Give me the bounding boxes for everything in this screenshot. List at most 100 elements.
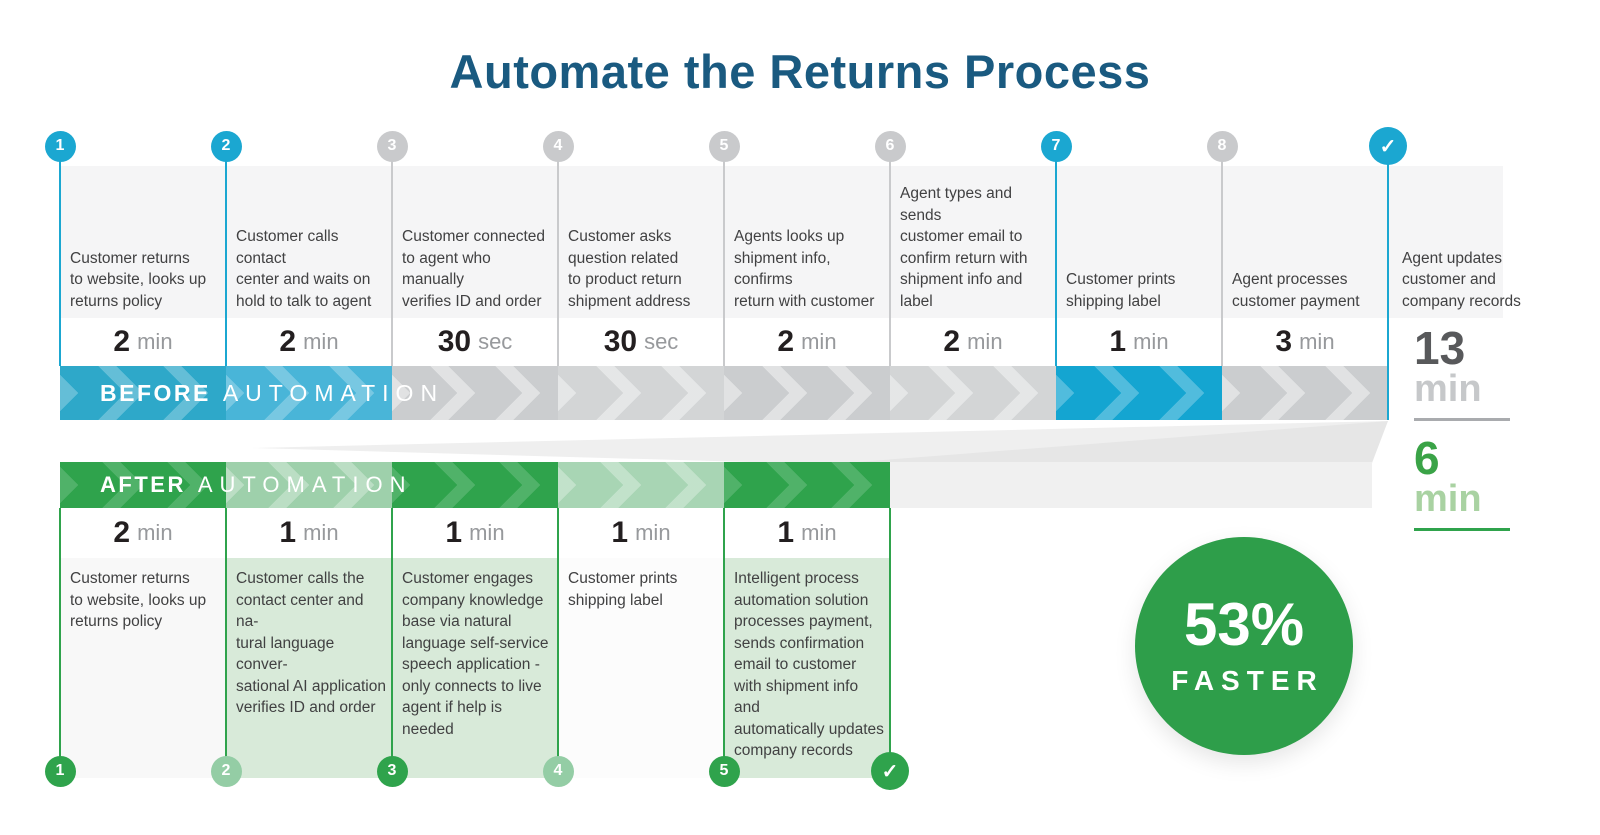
chevron-pattern xyxy=(226,485,392,508)
before-step-desc-1: Customer returns to website, looks up re… xyxy=(70,249,207,310)
time-value: 30 xyxy=(603,325,638,358)
before-total-rule xyxy=(1414,418,1510,421)
faster-badge: 53% FASTER xyxy=(1135,537,1353,755)
chevron-pattern xyxy=(724,462,890,485)
time-value: 1 xyxy=(611,516,629,549)
before-step-marker-5: 5 xyxy=(708,130,740,162)
after-bar-label: AFTER AUTOMATION xyxy=(100,462,412,508)
time-value: 2 xyxy=(113,516,131,549)
before-bar-segment-8 xyxy=(1222,366,1388,420)
after-step-bg-1 xyxy=(60,558,226,778)
time-value: 1 xyxy=(1109,325,1127,358)
time-value: 3 xyxy=(1275,325,1293,358)
before-step-marker-2: 2 xyxy=(210,130,242,162)
chevron-pattern xyxy=(558,485,724,508)
after-step-marker-5: 5 xyxy=(708,755,740,787)
chevron-pattern xyxy=(60,366,226,393)
before-label-bold: BEFORE xyxy=(100,379,211,406)
before-step-line-8 xyxy=(1221,146,1223,366)
before-step-desc-8: Agent processes customer payment xyxy=(1232,271,1360,310)
chevron-pattern xyxy=(724,366,890,393)
time-unit: sec xyxy=(644,329,679,354)
chevron-pattern xyxy=(392,393,558,420)
before-step-desc-2: Customer calls contact center and waits … xyxy=(236,228,372,310)
after-total-time: 6 min xyxy=(1414,435,1524,531)
chevron-pattern xyxy=(392,366,558,393)
chevron-pattern xyxy=(1222,393,1388,420)
after-step-bg-2 xyxy=(226,558,392,778)
after-total-unit: min xyxy=(1414,478,1482,520)
chevron-pattern xyxy=(392,462,558,485)
after-step-marker-1: 1 xyxy=(44,755,76,787)
before-step-desc-5: Agents looks up shipment info, confirms … xyxy=(734,228,875,310)
time-value: 1 xyxy=(445,516,463,549)
time-unit: min xyxy=(801,329,837,354)
before-step-line-5 xyxy=(723,146,725,366)
after-step-line-2 xyxy=(225,508,227,771)
after-step-bg-5 xyxy=(724,558,890,778)
before-step-marker-8: 8 xyxy=(1206,130,1238,162)
before-label-light: AUTOMATION xyxy=(222,379,445,406)
before-step-desc-6: Agent types and sends customer email to … xyxy=(900,185,1028,310)
before-bar-label: BEFORE AUTOMATION xyxy=(100,366,444,420)
chevron-pattern xyxy=(226,366,392,393)
before-step-line-1 xyxy=(59,146,61,366)
before-description-band xyxy=(60,166,1503,318)
before-bar-segment-7 xyxy=(1056,366,1222,420)
time-unit: sec xyxy=(478,329,513,354)
time-value: 2 xyxy=(777,325,795,358)
before-step-desc-3: Customer connected to agent who manually… xyxy=(402,228,546,310)
before-bar-segment-2 xyxy=(226,366,392,420)
faster-badge-label: FASTER xyxy=(1171,665,1324,696)
chevron-pattern xyxy=(558,462,724,485)
time-value: 2 xyxy=(113,325,131,358)
before-step-marker-4: 4 xyxy=(542,130,574,162)
after-bar-segment-4 xyxy=(558,462,724,508)
after-bar-segment-1 xyxy=(60,462,226,508)
time-value: 1 xyxy=(777,516,795,549)
before-end-check-icon: ✓ xyxy=(1369,127,1407,165)
after-step-bg-4 xyxy=(558,558,724,778)
chevron-pattern xyxy=(60,462,226,485)
chevron-pattern xyxy=(226,393,392,420)
before-step-marker-1: 1 xyxy=(44,130,76,162)
chevron-pattern xyxy=(392,485,558,508)
before-step-marker-6: 6 xyxy=(874,130,906,162)
before-bar-segment-5 xyxy=(724,366,890,420)
before-end-desc: Agent updates customer and company recor… xyxy=(1402,249,1521,310)
before-total-unit: min xyxy=(1414,368,1482,410)
after-bar-extension xyxy=(890,462,1372,508)
time-unit: min xyxy=(137,329,173,354)
before-step-line-2 xyxy=(225,146,227,366)
after-step-marker-4: 4 xyxy=(542,755,574,787)
before-step-marker-7: 7 xyxy=(1040,130,1072,162)
time-unit: min xyxy=(967,329,1003,354)
after-step-line-3 xyxy=(391,508,393,771)
before-bar-segment-3 xyxy=(392,366,558,420)
before-bar-segment-1 xyxy=(60,366,226,420)
after-step-bg-3 xyxy=(392,558,558,778)
before-step-line-4 xyxy=(557,146,559,366)
chevron-pattern xyxy=(890,366,1056,393)
before-step-desc-4: Customer asks question related to produc… xyxy=(568,228,691,310)
time-value: 2 xyxy=(279,325,297,358)
after-automation-bar: AFTER AUTOMATION xyxy=(60,462,890,508)
after-step-marker-3: 3 xyxy=(376,755,408,787)
chevron-pattern xyxy=(60,393,226,420)
chevron-pattern xyxy=(558,366,724,393)
after-total-rule xyxy=(1414,528,1510,531)
before-step-line-3 xyxy=(391,146,393,366)
chevron-pattern xyxy=(226,462,392,485)
